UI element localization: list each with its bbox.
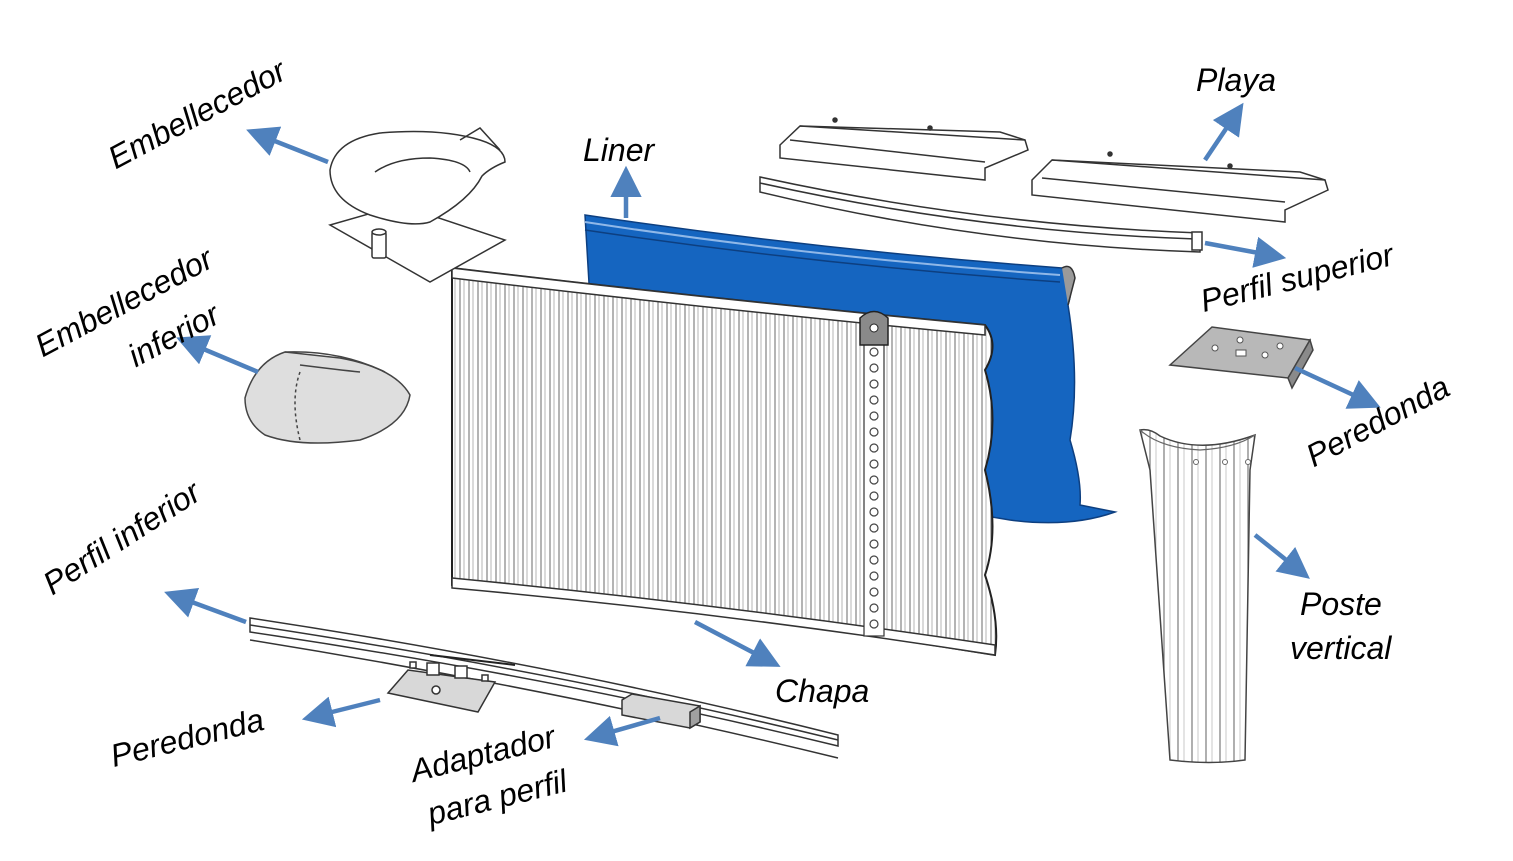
arrow-poste-vertical [1253, 533, 1310, 579]
arrow-peredonda-right [1294, 365, 1381, 409]
label-poste-vertical-line2: vertical [1290, 630, 1392, 666]
embellecedor-part [328, 127, 507, 283]
perfil-inferior-part [249, 617, 839, 759]
arrow-embellecedor-inferior [176, 335, 259, 375]
arrow-perfil-inferior [164, 587, 247, 625]
arrow-playa [1203, 102, 1244, 162]
label-poste-vertical-line1: Poste [1300, 586, 1382, 622]
arrow-perfil-superior [1204, 236, 1287, 268]
chapa-panel [451, 266, 998, 657]
peredonda-left-part [386, 661, 497, 713]
adaptador-part [621, 693, 701, 730]
poste-vertical-part [1139, 428, 1256, 764]
label-playa: Playa [1196, 62, 1277, 98]
arrow-chapa [693, 620, 781, 667]
arrow-adaptador [583, 715, 661, 747]
perfil-superior-part [759, 176, 1203, 253]
playa-parts [779, 117, 1329, 223]
label-chapa: Chapa [775, 673, 870, 709]
embellecedor-inferior-part [244, 351, 411, 444]
pointer-arrows [164, 102, 1381, 747]
arrow-embellecedor [246, 126, 329, 165]
label-liner: Liner [583, 132, 655, 168]
peredonda-right-part [1168, 326, 1314, 390]
arrow-peredonda-left [301, 696, 381, 728]
